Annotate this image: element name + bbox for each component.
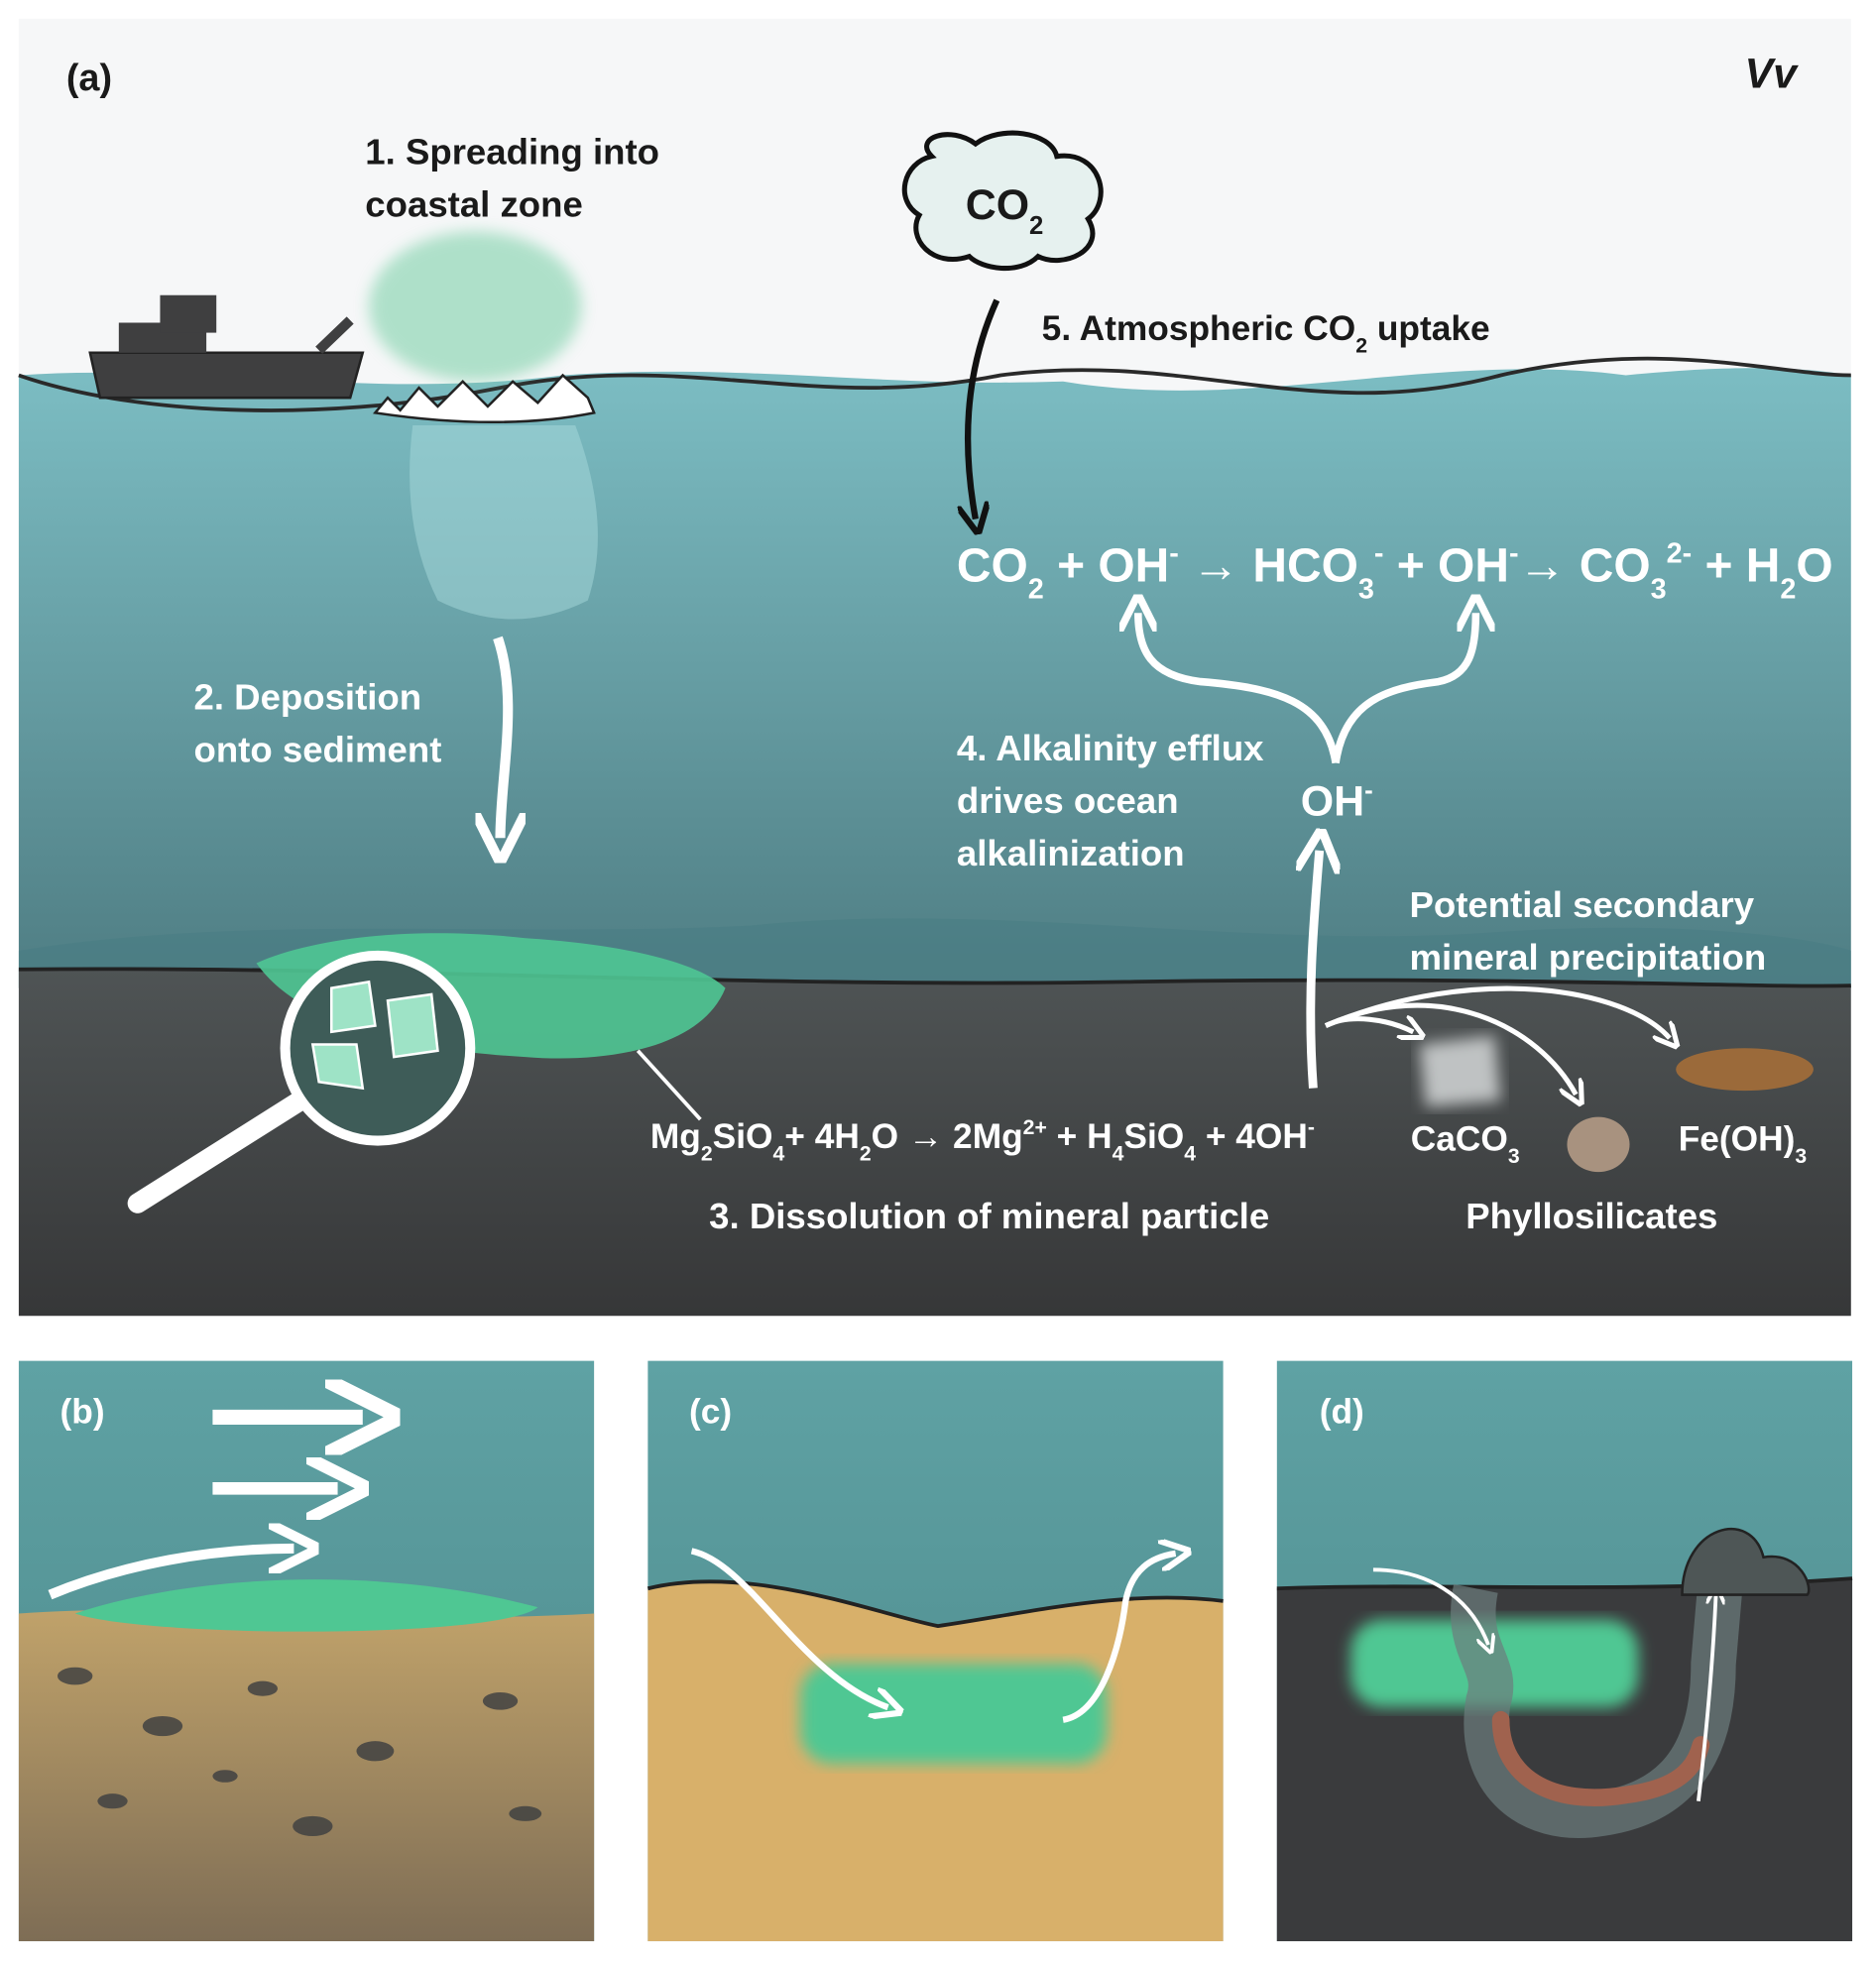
panel-a: (a) Vv 1. Spreading into coastal zone CO… bbox=[18, 18, 1851, 1317]
equation-segment: + OH bbox=[1383, 540, 1508, 593]
equation-segment: 5. Atmospheric CO bbox=[1042, 309, 1356, 348]
equation-segment: OH bbox=[1301, 778, 1364, 826]
worm-icon bbox=[1491, 1710, 1710, 1807]
equation-segment: + 4OH bbox=[1196, 1117, 1308, 1156]
mineral-layer bbox=[74, 1579, 538, 1632]
splash bbox=[372, 373, 596, 424]
irrigation-arrow bbox=[1372, 1567, 1488, 1645]
co2-cloud bbox=[901, 130, 1104, 271]
step4-line2: drives ocean bbox=[957, 780, 1179, 821]
equation-segment: O → 2Mg bbox=[872, 1117, 1023, 1156]
equation-segment: 2 bbox=[1028, 573, 1044, 605]
equation-segment: 4 bbox=[1113, 1143, 1124, 1166]
equation-segment: O bbox=[1796, 540, 1832, 593]
equation-segment: 3 bbox=[1795, 1145, 1807, 1168]
equation-segment: Mg bbox=[650, 1117, 701, 1156]
co2-uptake-arrow bbox=[968, 298, 1000, 520]
feoh3-particle bbox=[1676, 1048, 1814, 1092]
equation-segment: - bbox=[1364, 776, 1373, 804]
equation-segment: 3 bbox=[1651, 573, 1667, 605]
caco3-label: CaCO3 bbox=[1411, 1120, 1520, 1168]
deposition-arrow bbox=[498, 636, 508, 838]
oh-label: OH- bbox=[1301, 776, 1373, 825]
sea-surface bbox=[18, 356, 1851, 412]
panel-b: (b) bbox=[18, 1360, 595, 1942]
equation-segment: + H bbox=[1692, 540, 1780, 593]
carbonate-equation: CO2 + OH- → HCO3- + OH-→ CO32- + H2O bbox=[957, 537, 1833, 605]
equation-segment: → HCO bbox=[1179, 540, 1358, 593]
equation-segment: SiO bbox=[1123, 1117, 1184, 1156]
panel-label-a: (a) bbox=[66, 58, 112, 99]
secondary-line2: mineral precipitation bbox=[1410, 937, 1767, 978]
caco3-particle bbox=[1419, 1035, 1501, 1107]
oh-arrow-left bbox=[1138, 613, 1340, 764]
equation-segment: 4 bbox=[773, 1143, 785, 1166]
magnifier-handle bbox=[127, 1091, 310, 1214]
co2-cloud-label: CO2 bbox=[966, 181, 1044, 240]
porewater-flow-arrow bbox=[690, 1548, 888, 1707]
mineral-layer bbox=[800, 1663, 1108, 1764]
equation-segment: 2- bbox=[1667, 537, 1693, 569]
panel-label-b: (b) bbox=[60, 1393, 105, 1432]
irrigation-arrow bbox=[1697, 1595, 1716, 1801]
equation-segment: 3 bbox=[1358, 573, 1374, 605]
phyllosilicate-particle bbox=[1567, 1116, 1630, 1173]
equation-segment: - bbox=[1374, 537, 1384, 569]
equation-segment: + H bbox=[1047, 1117, 1113, 1156]
ship-icon bbox=[88, 294, 365, 400]
dissolution-equation: Mg2SiO4+ 4H2O → 2Mg2+ + H4SiO4 + 4OH- bbox=[650, 1116, 1315, 1165]
equation-segment: 2 bbox=[701, 1143, 713, 1166]
equation-segment: + OH bbox=[1044, 540, 1169, 593]
panel-d: (d) bbox=[1276, 1360, 1853, 1942]
equation-segment: CO bbox=[957, 540, 1028, 593]
gravel-sediment bbox=[18, 1609, 595, 1942]
equation-segment: uptake bbox=[1367, 309, 1490, 348]
logo: Vv bbox=[1745, 50, 1800, 97]
sediment bbox=[18, 969, 1851, 1317]
current-arrow bbox=[48, 1549, 293, 1600]
equation-segment: 2 bbox=[1780, 573, 1796, 605]
step2-line1: 2. Deposition bbox=[194, 676, 422, 717]
equation-segment: - bbox=[1509, 537, 1519, 569]
equation-segment: 2+ bbox=[1023, 1116, 1047, 1139]
feoh3-label: Fe(OH)3 bbox=[1679, 1120, 1808, 1168]
equation-segment: 2 bbox=[860, 1143, 872, 1166]
fecal-mound bbox=[1681, 1528, 1811, 1596]
sinking-particles bbox=[410, 424, 598, 620]
step4-line1: 4. Alkalinity efflux bbox=[957, 728, 1264, 768]
equation-segment: - bbox=[1308, 1116, 1315, 1139]
step1-line1: 1. Spreading into bbox=[365, 131, 659, 172]
panel-label-d: (d) bbox=[1320, 1393, 1364, 1432]
step3-label: 3. Dissolution of mineral particle bbox=[709, 1196, 1269, 1236]
mineral-spray bbox=[369, 231, 582, 382]
porewater-flow-arrow bbox=[1062, 1554, 1176, 1723]
equation-segment: CO bbox=[966, 181, 1029, 229]
equation-segment: → CO bbox=[1519, 540, 1651, 593]
equation-segment: 2 bbox=[1355, 335, 1367, 358]
secondary-line1: Potential secondary bbox=[1410, 884, 1755, 925]
step5-label: 5. Atmospheric CO2 uptake bbox=[1042, 309, 1490, 357]
oh-arrow-right bbox=[1332, 613, 1475, 764]
step4-line3: alkalinization bbox=[957, 833, 1185, 873]
alkalinity-efflux-arrow bbox=[1311, 851, 1320, 1089]
equation-segment: Fe(OH) bbox=[1679, 1120, 1796, 1159]
panel-c: (c) bbox=[646, 1360, 1224, 1942]
phyllosilicates-label: Phyllosilicates bbox=[1466, 1196, 1717, 1236]
equation-segment: - bbox=[1169, 537, 1179, 569]
equation-segment: 3 bbox=[1508, 1145, 1520, 1168]
panel-label-c: (c) bbox=[689, 1393, 732, 1432]
equation-segment: CaCO bbox=[1411, 1120, 1508, 1159]
equation-segment: 4 bbox=[1184, 1143, 1196, 1166]
equation-segment: SiO bbox=[713, 1117, 773, 1156]
equation-segment: + 4H bbox=[784, 1117, 860, 1156]
step2-line2: onto sediment bbox=[194, 729, 442, 769]
step1-line2: coastal zone bbox=[365, 183, 583, 224]
equation-segment: 2 bbox=[1029, 212, 1043, 240]
